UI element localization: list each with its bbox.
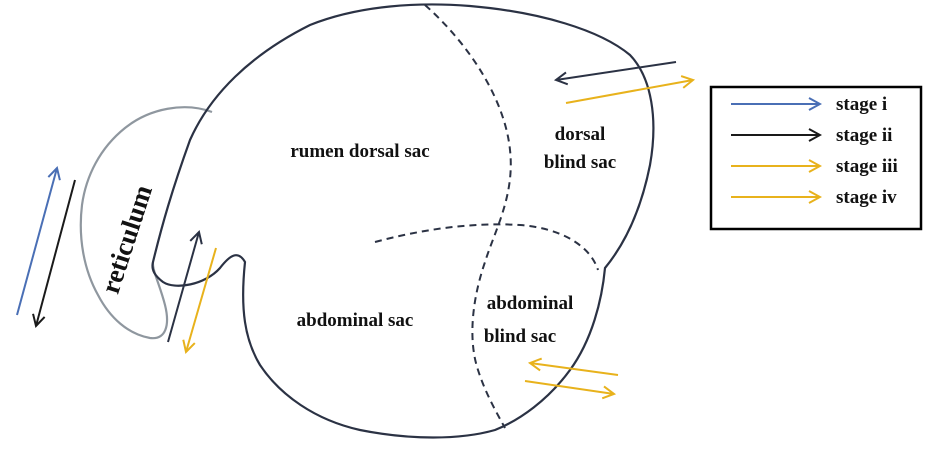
abdominal-blind-sac-label-line2: blind sac	[484, 326, 556, 347]
abdominal-blind-arrow-stage-iv-right	[524, 380, 614, 394]
legend-label-stage-iii: stage iii	[836, 156, 898, 177]
rumen-dorsal-sac-label: rumen dorsal sac	[290, 141, 429, 162]
legend: stage i stage ii stage iii stage iv	[709, 85, 923, 231]
legend-label-stage-iv: stage iv	[836, 187, 897, 208]
dorsal-divider	[424, 4, 512, 429]
rumen-outline	[151, 3, 655, 439]
reticulum-arrow-stage-i	[16, 168, 57, 316]
legend-label-stage-ii: stage ii	[836, 125, 892, 146]
dorsal-blind-sac-label-line2: blind sac	[544, 152, 616, 173]
abdominal-sac-label: abdominal sac	[297, 310, 414, 331]
fold-arrow-stage-ii	[167, 232, 199, 343]
abdominal-blind-arrow-stage-iv-left	[530, 363, 619, 376]
dorsal-blind-arrow-stage-ii	[556, 61, 677, 80]
dorsal-blind-arrow-stage-iii	[565, 80, 693, 104]
reticulum-outline	[79, 106, 213, 340]
abdominal-blind-sac-label-line1: abdominal	[487, 293, 574, 314]
reticulum-label: reticulum	[95, 181, 158, 297]
legend-label-stage-i: stage i	[836, 94, 887, 115]
abdominal-divider	[374, 223, 599, 271]
dorsal-blind-sac-label-line1: dorsal	[555, 124, 606, 145]
reticulum-arrow-stage-ii	[36, 179, 76, 326]
fold-arrow-stage-iii	[186, 247, 217, 352]
